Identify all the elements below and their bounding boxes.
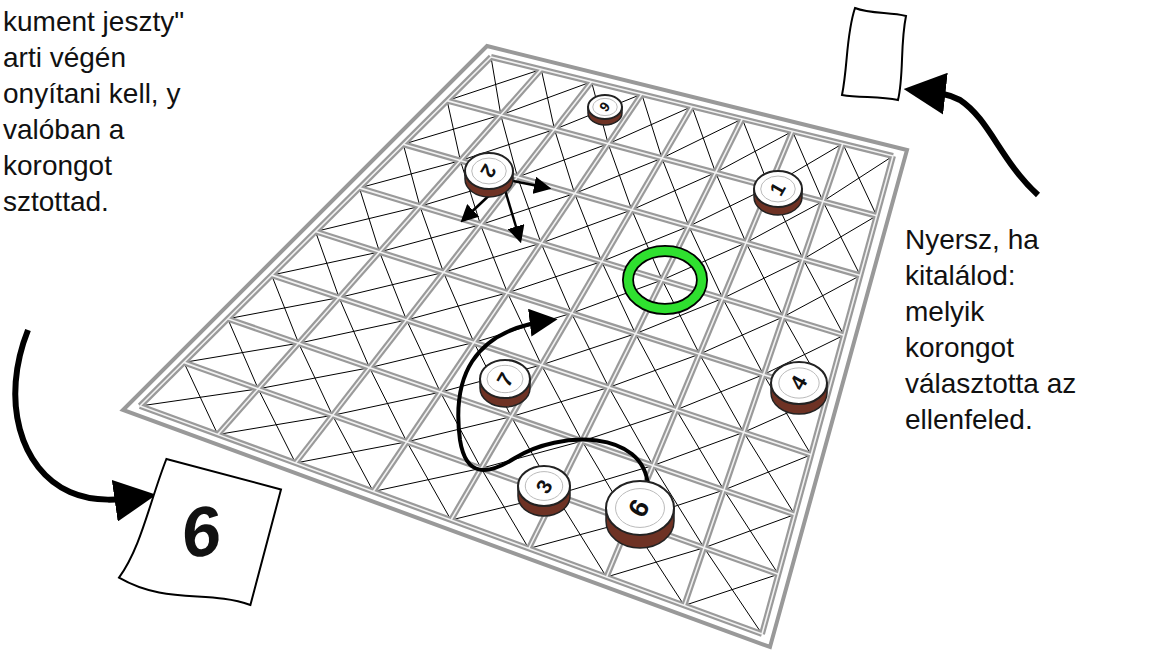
- blank-card: [842, 8, 906, 100]
- grid-diagonal: [684, 574, 778, 605]
- pointer-arrow: [15, 330, 148, 500]
- disc-top: [754, 171, 802, 207]
- grid-diagonal: [555, 129, 575, 193]
- target-ring: [628, 251, 702, 309]
- grid-line-center: [316, 232, 828, 396]
- game-disc: 6: [586, 93, 624, 127]
- move-arrow: [505, 190, 520, 240]
- game-disc: 6: [604, 479, 676, 550]
- note-text: kument jeszty" arti végén onyítani kell,…: [3, 4, 213, 220]
- grid-diagonal: [642, 94, 662, 158]
- grid-line-center: [762, 156, 893, 634]
- card-outline: [119, 459, 281, 605]
- target-ring-outline: [628, 251, 702, 309]
- disc-rim: [525, 472, 562, 501]
- grid-diagonal: [575, 193, 602, 261]
- grid-diagonal: [608, 144, 632, 210]
- disc-rim: [761, 176, 796, 202]
- game-disc: 7: [478, 358, 532, 409]
- disc-top: [480, 360, 530, 398]
- game-disc: 4: [769, 360, 829, 416]
- move-arrow: [508, 180, 548, 188]
- disc-top: [518, 466, 570, 506]
- disc-top: [606, 481, 674, 535]
- game-disc: 1: [752, 169, 804, 217]
- grid-line: [762, 156, 893, 634]
- disc-rim: [472, 158, 507, 184]
- disc-top: [465, 153, 513, 189]
- game-disc: 3: [516, 464, 572, 518]
- grid-diagonal: [692, 107, 716, 173]
- grid-line: [684, 144, 843, 606]
- disc-top: [588, 95, 622, 119]
- grid-diagonal: [662, 158, 689, 226]
- grid-line: [228, 319, 795, 515]
- disc-top: [771, 362, 827, 404]
- disc-rim: [779, 368, 819, 398]
- move-arrow: [458, 320, 648, 486]
- disc-rim: [593, 98, 617, 115]
- disc-rim: [487, 365, 523, 392]
- game-disc: 2: [463, 151, 515, 199]
- note-text: Nyersz, ha kitalálod: melyik korongot vá…: [905, 222, 1093, 438]
- pointer-arrow: [912, 90, 1038, 195]
- grid-diagonal: [704, 515, 795, 548]
- grid-line-center: [228, 319, 795, 515]
- disc-rim: [616, 489, 665, 528]
- number-card: 6: [116, 456, 284, 608]
- grid-diagonal: [420, 206, 444, 272]
- grid-diagonal: [607, 548, 705, 577]
- grid-line-center: [684, 144, 843, 606]
